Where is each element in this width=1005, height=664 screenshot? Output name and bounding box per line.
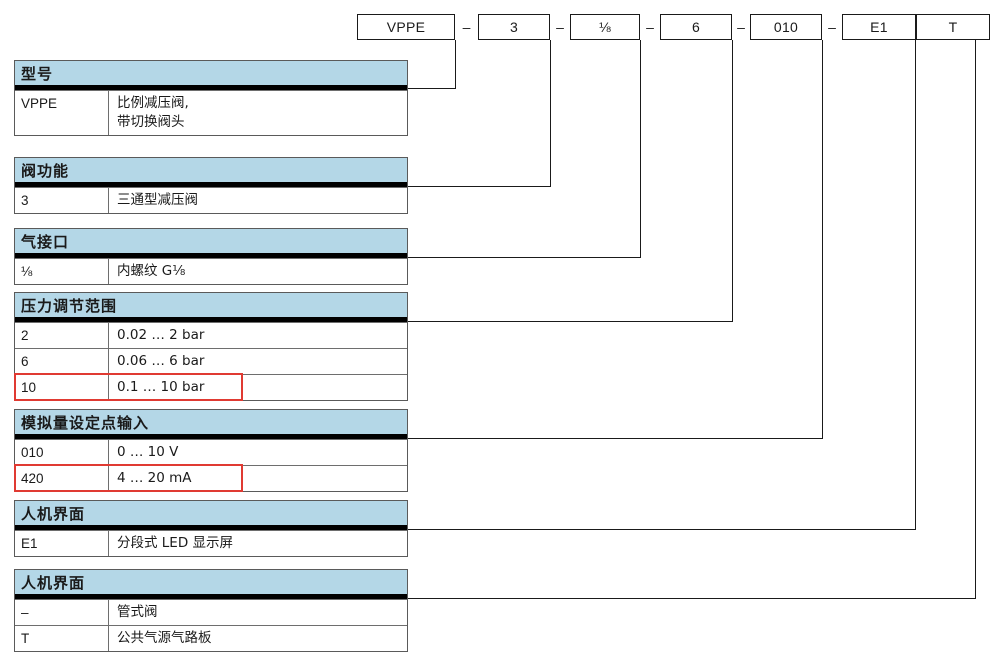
table-row[interactable]: ⅛ 内螺纹 G⅛ <box>15 258 407 284</box>
row-code: E1 <box>15 531 109 556</box>
section-rule-model <box>15 85 407 90</box>
table-row[interactable]: 420 4 … 20 mA <box>15 465 407 491</box>
row-code: 10 <box>15 375 109 400</box>
connector-mounting-horizontal <box>408 598 976 599</box>
order-code-hmi[interactable]: E1 <box>842 14 916 40</box>
order-code-pressure[interactable]: 6 <box>660 14 732 40</box>
section-valve-function: 阀功能 3 三通型减压阀 <box>14 157 408 214</box>
section-pneumatic-connection: 气接口 ⅛ 内螺纹 G⅛ <box>14 228 408 285</box>
row-code: 3 <box>15 188 109 213</box>
row-description: 公共气源气路板 <box>117 630 212 646</box>
connector-model-vertical <box>455 40 456 88</box>
section-title-model: 型号 <box>15 61 407 85</box>
row-description: 三通型减压阀 <box>117 192 198 208</box>
order-code-function[interactable]: 3 <box>478 14 550 40</box>
row-description-line1: 比例减压阀, <box>117 95 189 111</box>
section-rule-hmi <box>15 525 407 530</box>
connector-pressure-horizontal <box>408 321 733 322</box>
section-hmi: 人机界面 E1 分段式 LED 显示屏 <box>14 500 408 557</box>
row-code: T <box>15 626 109 651</box>
table-row[interactable]: 6 0.06 … 6 bar <box>15 348 407 374</box>
section-title-mounting: 人机界面 <box>15 570 407 594</box>
table-row[interactable]: 2 0.02 … 2 bar <box>15 322 407 348</box>
order-code-separator: – <box>462 19 471 35</box>
order-code-separator: – <box>828 19 836 35</box>
connector-mounting-vertical <box>975 40 976 598</box>
row-code: 6 <box>15 349 109 374</box>
row-description: 0.06 … 6 bar <box>117 353 205 369</box>
row-description: 0 … 10 V <box>117 444 179 460</box>
connector-function-vertical <box>550 40 551 186</box>
order-code-separator: – <box>737 19 745 35</box>
section-title-pneumatic-connection: 气接口 <box>15 229 407 253</box>
row-code: 420 <box>15 466 109 491</box>
table-row[interactable]: –管式阀 <box>15 599 407 625</box>
section-title-hmi: 人机界面 <box>15 501 407 525</box>
row-description: 0.02 … 2 bar <box>117 327 205 343</box>
row-code: 010 <box>15 440 109 465</box>
table-row[interactable]: 010 0 … 10 V <box>15 439 407 465</box>
row-description: 内螺纹 G⅛ <box>117 263 186 279</box>
section-analog-setpoint-input: 模拟量设定点输入 010 0 … 10 V 420 4 … 20 mA <box>14 409 408 492</box>
section-pressure-range: 压力调节范围 2 0.02 … 2 bar 6 0.06 … 6 bar 10 0.1 … … <box>14 292 408 401</box>
table-row[interactable]: E1 分段式 LED 显示屏 <box>15 530 407 556</box>
connector-pressure-vertical <box>732 40 733 321</box>
row-description: 4 … 20 mA <box>117 470 192 486</box>
row-code: VPPE <box>15 91 109 135</box>
section-model: 型号 VPPE 比例减压阀, 带切换阀头 <box>14 60 408 136</box>
row-code: ⅛ <box>15 259 109 284</box>
order-code-model[interactable]: VPPE <box>357 14 455 40</box>
connector-function-horizontal <box>408 186 551 187</box>
order-code-mounting[interactable]: T <box>916 14 990 40</box>
section-title-analog-setpoint-input: 模拟量设定点输入 <box>15 410 407 434</box>
section-rule-pressure-range <box>15 317 407 322</box>
row-code: – <box>15 600 109 625</box>
connector-setpoint-horizontal <box>408 438 823 439</box>
table-row[interactable]: T 公共气源气路板 <box>15 625 407 651</box>
connector-hmi-horizontal <box>408 529 916 530</box>
section-rule-valve-function <box>15 182 407 187</box>
connector-setpoint-vertical <box>822 40 823 438</box>
order-code-setpoint[interactable]: 010 <box>750 14 822 40</box>
section-title-valve-function: 阀功能 <box>15 158 407 182</box>
connector-hmi-vertical <box>915 40 916 529</box>
order-code-separator: – <box>556 19 564 35</box>
row-description: 0.1 … 10 bar <box>117 379 205 395</box>
row-description: 比例减压阀, 带切换阀头 <box>109 91 407 135</box>
section-rule-mounting <box>15 594 407 599</box>
row-code: 2 <box>15 323 109 348</box>
table-row[interactable]: 3 三通型减压阀 <box>15 187 407 213</box>
connector-port-horizontal <box>408 257 641 258</box>
order-code-port[interactable]: ⅛ <box>570 14 640 40</box>
section-title-pressure-range: 压力调节范围 <box>15 293 407 317</box>
section-rule-pneumatic-connection <box>15 253 407 258</box>
row-description: 管式阀 <box>117 604 158 620</box>
table-row[interactable]: VPPE 比例减压阀, 带切换阀头 <box>15 90 407 135</box>
row-description-line2: 带切换阀头 <box>117 114 185 130</box>
order-code-separator: – <box>646 19 654 35</box>
row-description: 分段式 LED 显示屏 <box>117 535 234 551</box>
connector-model-horizontal <box>408 88 456 89</box>
section-rule-analog-setpoint-input <box>15 434 407 439</box>
table-row[interactable]: 10 0.1 … 10 bar <box>15 374 407 400</box>
connector-port-vertical <box>640 40 641 257</box>
